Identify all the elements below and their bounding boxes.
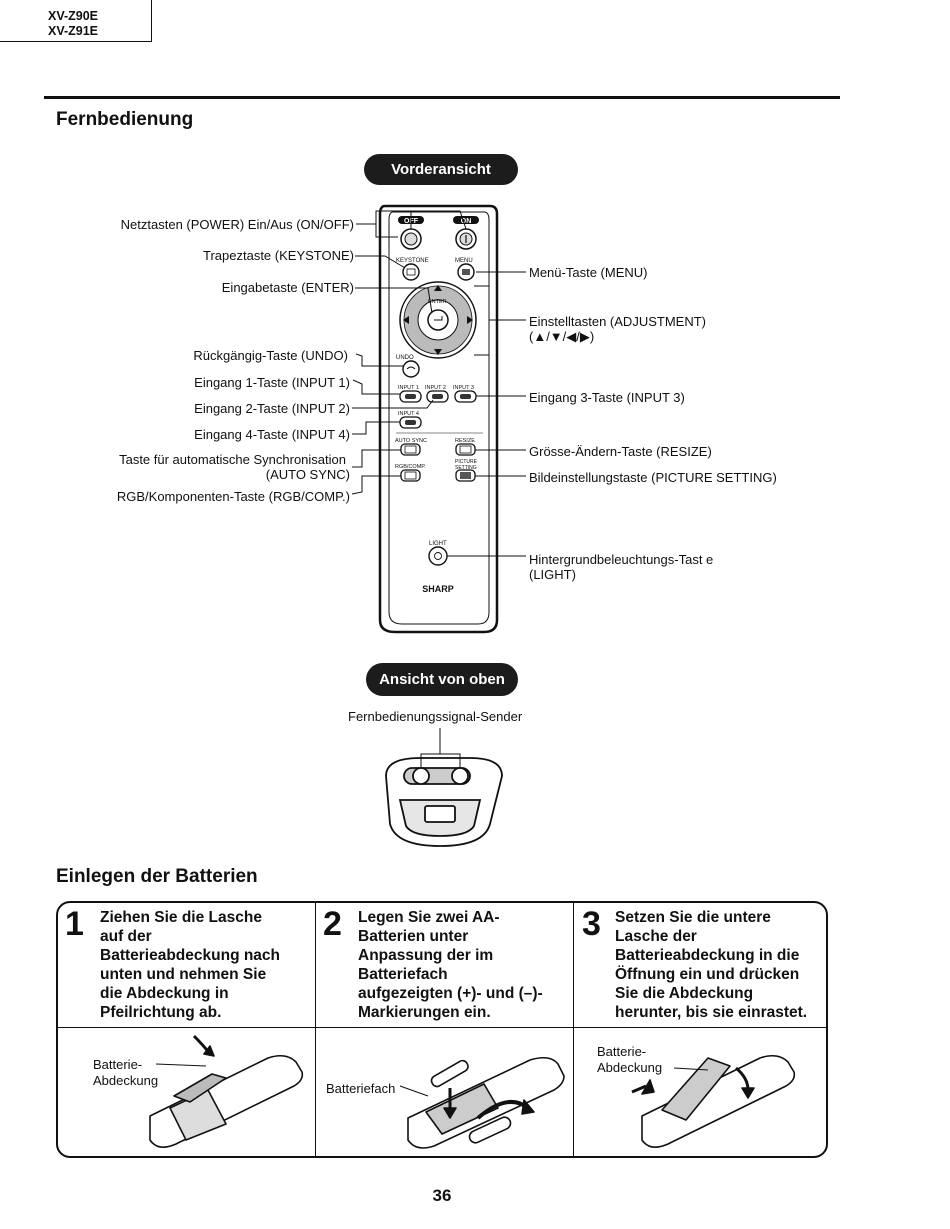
battery-compartment-label: Batteriefach: [326, 1081, 396, 1096]
keystone-button[interactable]: [402, 263, 420, 281]
remote-picture-text: PICTURE: [455, 459, 478, 465]
power-label: Netztasten (POWER) Ein/Aus (ON/OFF): [120, 217, 354, 232]
light-label: (LIGHT): [529, 567, 576, 582]
step-number: 2: [323, 905, 342, 943]
enter-label: Eingabetaste (ENTER): [221, 280, 354, 295]
picture-setting-label: Bildeinstellungstaste (PICTURE SETTING): [529, 470, 777, 485]
remote-diagram: OFF ON KEYSTONE MENU ENTER UNDO INPUT 1 …: [351, 204, 526, 847]
remote-resize-text: RESIZE: [455, 438, 475, 444]
model-label: XV-Z91E: [48, 24, 99, 38]
keystone-label: Trapeztaste (KEYSTONE): [203, 248, 354, 263]
front-view-pill: Vorderansicht: [364, 154, 518, 185]
model-label: XV-Z90E: [48, 9, 99, 23]
battery-section-title: Einlegen der Batterien: [56, 866, 258, 887]
remote-undo-text: UNDO: [396, 355, 414, 361]
remote-enter-text: ENTER: [428, 299, 447, 305]
undo-label: Rückgängig-Taste (UNDO): [193, 348, 348, 363]
remote-light-text: LIGHT: [429, 541, 447, 547]
top-view-pill: Ansicht von oben: [366, 663, 518, 696]
remote-on-text: ON: [461, 218, 472, 225]
autosync-label: Taste für automatische Synchronisation: [119, 452, 346, 467]
undo-button[interactable]: [402, 360, 420, 378]
input1-label: Eingang 1-Taste (INPUT 1): [194, 375, 350, 390]
step-number: 1: [65, 905, 84, 943]
step-text: Legen Sie zwei AA- Batterien unter Anpas…: [358, 909, 543, 1021]
input4-label: Eingang 4-Taste (INPUT 4): [194, 427, 350, 442]
remote-input1-text: INPUT 1: [398, 385, 419, 391]
input2-label: Eingang 2-Taste (INPUT 2): [194, 401, 350, 416]
remote-input2-text: INPUT 2: [425, 385, 446, 391]
remote-input4-text: INPUT 4: [398, 411, 419, 417]
section-title: Fernbedienung: [56, 109, 194, 130]
column-divider: [315, 903, 316, 1156]
section-rule: [44, 96, 840, 99]
adjustment-label: Einstelltasten (ADJUSTMENT): [529, 314, 706, 329]
battery-cover-label: Batterie- Abdeckung: [597, 1044, 663, 1075]
resize-label: Grösse-Ändern-Taste (RESIZE): [529, 444, 712, 459]
page-number: 36: [432, 1186, 452, 1205]
remote-menu-text: MENU: [455, 258, 473, 264]
remote-keystone-text: KEYSTONE: [396, 258, 429, 264]
transmitter-label: Fernbedienungssignal-Sender: [348, 709, 523, 724]
battery-steps-box: 1 Ziehen Sie die Lasche auf der Batterie…: [56, 901, 828, 1158]
light-label: Hintergrundbeleuchtungs-Tast e: [529, 552, 714, 567]
light-button[interactable]: [428, 546, 448, 566]
column-divider: [573, 903, 574, 1156]
model-box: XV-Z90E XV-Z91E: [0, 0, 152, 42]
remote-setting-text: SETTING: [455, 465, 477, 471]
step-number: 3: [582, 905, 601, 943]
row-divider: [58, 1027, 826, 1028]
battery-cover-label: Batterie- Abdeckung: [93, 1057, 159, 1088]
input3-label: Eingang 3-Taste (INPUT 3): [529, 390, 685, 405]
remote-rgbcomp-text: RGB/COMP.: [395, 464, 426, 470]
remote-input3-text: INPUT 3: [453, 385, 474, 391]
battery-illustrations: [149, 1034, 796, 1149]
adjustment-label: (▲/▼/◀/▶): [529, 329, 595, 344]
step-text: Ziehen Sie die Lasche auf der Batterieab…: [100, 909, 281, 1021]
autosync-label: (AUTO SYNC): [265, 467, 350, 482]
brand-logo: SHARP: [422, 584, 454, 594]
step-text: Setzen Sie die untere Lasche der Batteri…: [615, 909, 808, 1021]
rgbcomp-label: RGB/Komponenten-Taste (RGB/COMP.): [116, 489, 350, 504]
remote-autosync-text: AUTO SYNC: [395, 438, 427, 444]
menu-label: Menü-Taste (MENU): [529, 265, 648, 280]
